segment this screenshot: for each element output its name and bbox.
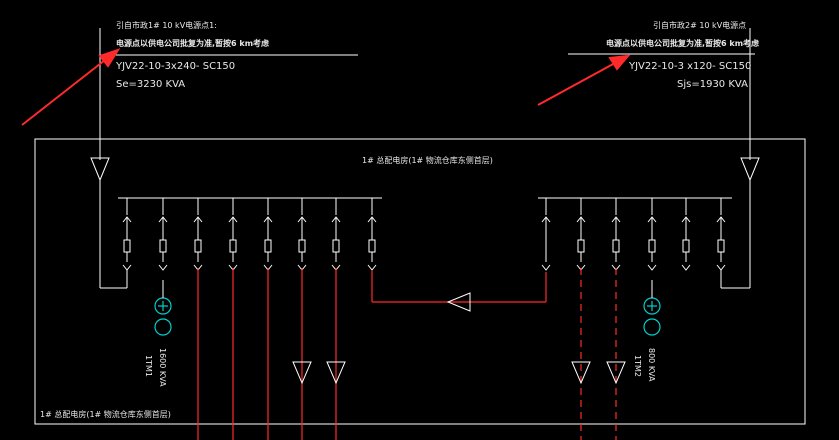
left-switch-column-3 bbox=[193, 198, 203, 271]
feeder-right-cable: YJV22-10-3 x120- SC150 bbox=[629, 61, 752, 72]
tie-direction-icon bbox=[446, 292, 471, 312]
left-switch-column-8 bbox=[367, 198, 377, 271]
transformer-1tm2-icon bbox=[643, 297, 661, 336]
transformer-1tm1-icon bbox=[154, 297, 172, 336]
right-switch-column-1 bbox=[541, 198, 551, 271]
feeder-left-load: Se=3230 KVA bbox=[116, 79, 186, 90]
feeder-right-line2: 电源点以供电公司批复为准,暂按6 km考虑 bbox=[606, 39, 760, 48]
pointer-arrow-right bbox=[537, 62, 616, 106]
left-switch-column-4 bbox=[228, 198, 238, 271]
pointer-arrowhead-right-icon bbox=[608, 54, 631, 71]
termination-out-1-icon bbox=[292, 361, 312, 385]
right-switch-column-5 bbox=[681, 198, 691, 271]
left-switch-column-7 bbox=[331, 198, 341, 271]
termination-right-icon bbox=[740, 157, 760, 182]
transformer-1tm2-rating: 800 KVA bbox=[647, 348, 656, 382]
transformer-1tm1-name: 1TM1 bbox=[144, 355, 153, 377]
termination-out-2-icon bbox=[326, 361, 346, 385]
transformer-1tm2-name: 1TM2 bbox=[633, 355, 642, 377]
termination-left-icon bbox=[90, 157, 110, 182]
pointer-arrowhead-left-icon bbox=[98, 48, 121, 68]
right-switch-column-4 bbox=[647, 198, 657, 271]
pointer-arrow-left bbox=[21, 59, 106, 126]
left-switch-column-1 bbox=[122, 198, 132, 271]
feeder-left-line2: 电源点以供电公司批复为准,暂按6 km考虑 bbox=[116, 39, 270, 48]
termination-out-4-icon bbox=[606, 361, 626, 385]
room-boundary bbox=[34, 138, 806, 425]
feeder-left-line1: 引自市政1# 10 kV电源点1: bbox=[116, 21, 217, 30]
termination-out-3-icon bbox=[571, 361, 591, 385]
feeder-left-cable: YJV22-10-3x240- SC150 bbox=[116, 61, 236, 72]
transformer-1tm1-rating: 1600 KVA bbox=[158, 348, 167, 387]
left-switch-column-6 bbox=[297, 198, 307, 271]
feeder-right-line1: 引自市政2# 10 kV电源点 bbox=[653, 21, 747, 30]
right-switch-column-6 bbox=[716, 198, 726, 271]
room-title: 1# 总配电房(1# 物流仓库东侧首层) bbox=[362, 156, 493, 165]
feeder-right-load: Sjs=1930 KVA bbox=[677, 79, 748, 90]
right-switch-column-2 bbox=[576, 198, 586, 271]
left-switch-column-5 bbox=[263, 198, 273, 271]
room-label-bottom: 1# 总配电房(1# 物流仓库东侧首层) bbox=[40, 410, 171, 419]
left-switch-column-2 bbox=[158, 198, 168, 271]
right-switch-column-3 bbox=[611, 198, 621, 271]
